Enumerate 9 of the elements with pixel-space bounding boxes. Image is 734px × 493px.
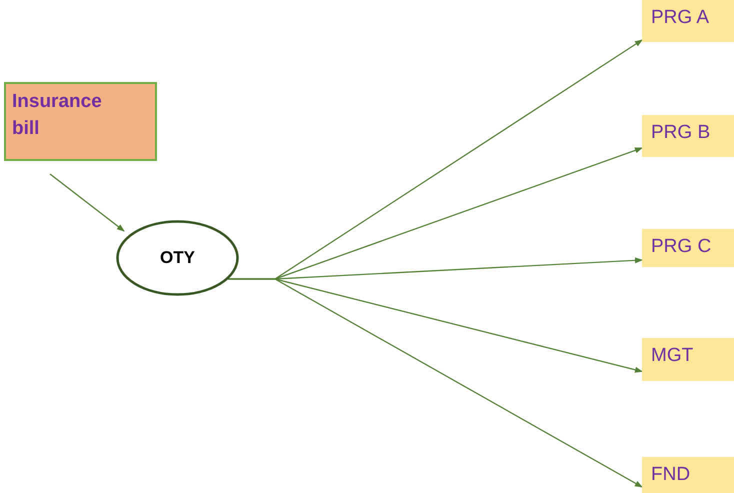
target-box: FND <box>642 457 734 493</box>
arrow <box>50 174 125 232</box>
arrow <box>228 278 643 488</box>
source-box: Insurance bill <box>4 82 157 161</box>
node-label: OTY <box>160 247 195 270</box>
target-box: PRG A <box>642 0 734 42</box>
target-box: MGT <box>642 338 734 381</box>
target-box: PRG C <box>642 229 734 267</box>
target-box: PRG B <box>642 115 734 157</box>
